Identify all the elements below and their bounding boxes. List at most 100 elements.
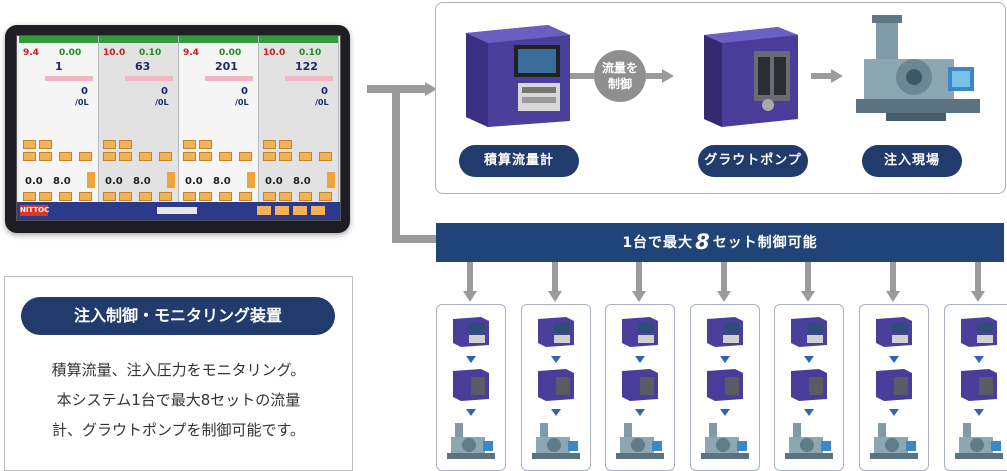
set-box-5 [774, 304, 844, 471]
down-connector [805, 262, 811, 292]
mini-pump-image [961, 369, 997, 401]
screen-button [119, 152, 132, 161]
down-arrow [971, 291, 985, 302]
screen-button [39, 140, 52, 149]
screen-button [279, 192, 292, 201]
screen-button [299, 192, 312, 201]
screen-flow-value: 0.00 [59, 48, 82, 58]
connector-arrow-right [425, 82, 437, 96]
banner-suffix: セット制御可能 [712, 235, 818, 251]
screen-volume-value: /0L [315, 98, 329, 107]
screen-pressure-value: 9.4 [183, 48, 199, 58]
screen-total-value: 122 [295, 60, 318, 73]
screen-count-value: 0 [81, 86, 88, 97]
screen-button [159, 152, 172, 161]
info-box: 注入制御・モニタリング装置 積算流量、注入圧力をモニタリング。 本システム1台で… [4, 276, 353, 471]
screen-set-value-2: 8.0 [53, 176, 71, 187]
screen-button [319, 152, 332, 161]
connector-v-left [392, 85, 400, 241]
set-box-1 [436, 304, 506, 471]
flow-arrow-right [662, 69, 674, 83]
down-connector [467, 262, 473, 292]
screen-alert-bar [45, 76, 93, 81]
mini-arrow [466, 356, 476, 363]
screen-channel-4: 10.0 0.10 122 0/0L 0.0 8.0 [259, 36, 339, 202]
mini-pump-image [453, 369, 489, 401]
flow-arrow-line [570, 73, 594, 79]
process-flow-box: 流量を 制御 積算流量計 グラウトポンプ 注入現場 [435, 2, 1006, 194]
mini-pump-image [707, 369, 743, 401]
screen-channel-header [259, 36, 338, 43]
screen-button [39, 152, 52, 161]
screen-stepper [327, 172, 335, 188]
screen-button [239, 152, 252, 161]
screen-button [139, 192, 152, 201]
down-arrow [717, 291, 731, 302]
control-flow-badge: 流量を 制御 [594, 50, 646, 102]
down-connector [890, 262, 896, 292]
screen-pressure-value: 10.0 [263, 48, 286, 58]
info-title: 注入制御・モニタリング装置 [21, 297, 335, 335]
screen-volume-value: /0L [155, 98, 169, 107]
screen-set-value-1: 0.0 [25, 176, 43, 187]
mini-arrow [804, 409, 814, 416]
screen-button [39, 192, 52, 201]
mini-arrow [551, 356, 561, 363]
mini-injection-site-image [785, 423, 833, 459]
mini-flow-meter-image [707, 317, 743, 347]
grout-pump-image [704, 27, 798, 127]
mini-arrow [635, 356, 645, 363]
screen-button [139, 152, 152, 161]
screen-button [119, 192, 132, 201]
set-box-4 [690, 304, 760, 471]
mini-flow-meter-image [876, 317, 912, 347]
screen-alert-bar [285, 76, 333, 81]
screen-set-value-2: 8.0 [213, 176, 231, 187]
screen-set-value-1: 0.0 [265, 176, 283, 187]
mini-pump-image [876, 369, 912, 401]
down-arrow [886, 291, 900, 302]
screen-button [263, 192, 276, 201]
screen-count-value: 0 [241, 86, 248, 97]
down-arrow [463, 291, 477, 302]
mini-flow-meter-image [961, 317, 997, 347]
down-connector [636, 262, 642, 292]
flow-arrow-line [646, 73, 664, 79]
screen-alert-bar [125, 76, 173, 81]
flow-arrow-line [811, 73, 833, 79]
screen-pressure-value: 9.4 [23, 48, 39, 58]
info-line-3: 計、グラウトポンプを制御可能です。 [51, 421, 306, 439]
screen-button [219, 152, 232, 161]
screen-button [279, 140, 292, 149]
mini-arrow [889, 409, 899, 416]
flow-meter-label: 積算流量計 [459, 145, 579, 177]
flow-meter-image [466, 25, 570, 127]
screen-alert-bar [205, 76, 253, 81]
mini-arrow [889, 356, 899, 363]
mini-injection-site-image [447, 423, 495, 459]
screen-brand-logo: NITTOC [20, 205, 50, 216]
screen-button [23, 140, 36, 149]
screen-flow-value: 0.10 [139, 48, 162, 58]
screen-button [103, 140, 116, 149]
mini-arrow [720, 409, 730, 416]
down-connector [552, 262, 558, 292]
control-flow-text-2: 制御 [607, 77, 632, 91]
banner-prefix: 1台で最大 [622, 235, 694, 251]
mini-flow-meter-image [791, 317, 827, 347]
screen-pressure-value: 10.0 [103, 48, 126, 58]
screen-set-value-2: 8.0 [293, 176, 311, 187]
screen-total-value: 63 [135, 60, 151, 73]
mini-arrow [551, 409, 561, 416]
screen-button [103, 152, 116, 161]
screen-button [263, 140, 276, 149]
screen-flow-value: 0.10 [299, 48, 322, 58]
injection-site-label: 注入現場 [862, 145, 962, 177]
screen-count-value: 0 [321, 86, 328, 97]
info-line-2: 本システム1台で最大8セットの流量 [56, 391, 301, 409]
down-connector [721, 262, 727, 292]
